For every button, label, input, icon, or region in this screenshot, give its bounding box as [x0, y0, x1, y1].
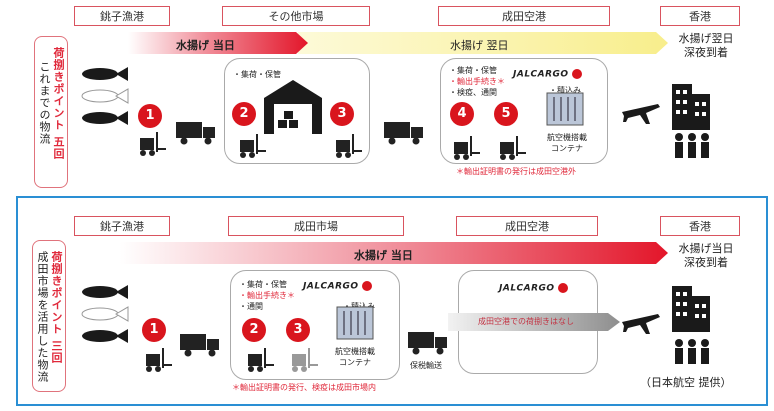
jal-crane-logo	[557, 283, 568, 293]
top-panel2-line1: ・集荷・保管	[449, 66, 497, 75]
bottom-panel1-lines: ・集荷・保管 ・輸出手続き＊ ・通関	[239, 279, 295, 312]
location-narita-airport-bottom: 成田空港	[456, 216, 598, 236]
top-side-label: 荷捌きポイント 五回 これまでの物流	[34, 36, 68, 188]
location-other-market: その他市場	[222, 6, 370, 26]
bottom-bar-label: 水揚げ 当日	[354, 249, 413, 262]
bottom-panel1-brand-text: JALCARGO	[303, 281, 359, 292]
location-hongkong-bottom: 香港	[660, 216, 740, 236]
airplane-icon	[622, 314, 660, 334]
top-dest-line1: 水揚げ翌日	[678, 32, 734, 45]
top-side-title: 荷捌きポイント 五回	[52, 47, 65, 160]
people-icon	[675, 133, 709, 158]
airplane-icon	[622, 104, 660, 124]
fish-icon	[81, 285, 129, 343]
bottom-footnote: ＊輸出証明書の発行、検疫は成田市場内	[232, 383, 376, 392]
bottom-timeline-bar	[120, 242, 668, 264]
bottom-panel2-brand: JALCARGO	[499, 283, 568, 294]
bonded-transport-label: 保税輸送	[410, 361, 442, 370]
bottom-section-frame	[16, 196, 768, 406]
top-panel2-brand-text: JALCARGO	[513, 69, 569, 80]
cargo-container-icon	[336, 306, 374, 340]
bottom-panel1-line3: ・通関	[239, 302, 263, 311]
people-icon	[675, 339, 709, 364]
top-panel2-line3: ・検疫、通関	[449, 88, 497, 97]
top-bar-day2-label: 水揚げ 翌日	[450, 39, 509, 52]
top-panel2-line2: ・輸出手続き＊	[449, 77, 505, 86]
jal-crane-logo	[571, 69, 582, 79]
bottom-container-label: 航空機搭載 コンテナ	[328, 346, 382, 368]
forklift-icon	[454, 136, 480, 160]
bottom-dest-line2: 深夜到着	[684, 256, 728, 269]
bottom-side-label: 荷捌きポイント 三回 成田市場を活用した物流	[32, 240, 66, 392]
top-destination-note: 水揚げ翌日 深夜到着	[668, 32, 744, 60]
forklift-icon	[240, 134, 266, 158]
bottom-destination-note: 水揚げ当日 深夜到着	[668, 242, 744, 270]
truck-icon	[384, 122, 423, 145]
transit-arrow	[448, 313, 620, 331]
forklift-icon	[336, 134, 362, 158]
top-footnote: ＊輸出証明書の発行は成田空港外	[456, 167, 576, 176]
building-icon	[672, 286, 710, 332]
forklift-icon	[140, 132, 166, 156]
fish-icon	[81, 67, 129, 125]
bottom-side-title: 荷捌きポイント 三回	[50, 251, 63, 364]
step-number-3-bottom: 3	[286, 318, 310, 342]
step-number-2-bottom: 2	[242, 318, 266, 342]
step-number-5-top: 5	[494, 102, 518, 126]
top-panel2-load: ・積込み	[549, 86, 581, 95]
bottom-side-subtitle: 成田市場を活用した物流	[36, 251, 49, 383]
forklift-icon	[146, 348, 172, 372]
top-bar-day1-label: 水揚げ 当日	[176, 39, 235, 52]
top-panel1-label: ・集荷・保管	[233, 70, 281, 79]
top-container-label-2: コンテナ	[551, 144, 583, 153]
top-side-subtitle: これまでの物流	[38, 61, 51, 145]
top-container-label-1: 航空機搭載	[547, 133, 587, 142]
forklift-icon	[500, 136, 526, 160]
location-narita-market: 成田市場	[228, 216, 404, 236]
bottom-panel1-line2: ・輸出手続き＊	[239, 291, 295, 300]
bottom-panel1-brand: JALCARGO	[303, 281, 372, 292]
step-number-2-top: 2	[232, 102, 256, 126]
top-dest-line2: 深夜到着	[684, 46, 728, 59]
bottom-panel1-line1: ・集荷・保管	[239, 280, 287, 289]
forklift-icon	[292, 348, 318, 372]
forklift-icon	[248, 348, 274, 372]
bottom-dest-line1: 水揚げ当日	[678, 242, 734, 255]
bottom-panel2-note: 成田空港での荷捌きはなし	[478, 317, 574, 326]
truck-icon	[408, 332, 447, 355]
step-number-4-top: 4	[450, 102, 474, 126]
truck-icon	[180, 334, 219, 357]
location-hongkong-top: 香港	[660, 6, 740, 26]
bottom-panel2-brand-text: JALCARGO	[499, 283, 555, 294]
bottom-container-label-1: 航空機搭載	[335, 347, 375, 356]
step-number-3-top: 3	[330, 102, 354, 126]
building-icon	[672, 84, 710, 130]
bottom-container-label-2: コンテナ	[339, 358, 371, 367]
image-credit: （日本航空 提供）	[640, 376, 732, 389]
location-narita-airport-top: 成田空港	[438, 6, 610, 26]
top-container-label: 航空機搭載 コンテナ	[540, 132, 594, 154]
location-choshi-bottom: 銚子漁港	[74, 216, 170, 236]
top-panel2-lines: ・集荷・保管 ・輸出手続き＊ ・検疫、通関	[449, 65, 505, 98]
warehouse-icon	[264, 80, 322, 134]
cargo-container-icon	[546, 92, 584, 126]
location-choshi-top: 銚子漁港	[74, 6, 170, 26]
step-number-1-top: 1	[138, 104, 162, 128]
top-timeline-bar	[128, 32, 668, 54]
jal-crane-logo	[361, 281, 372, 291]
top-panel2-brand: JALCARGO	[513, 69, 582, 80]
step-number-1-bottom: 1	[142, 318, 166, 342]
truck-icon	[176, 122, 215, 145]
